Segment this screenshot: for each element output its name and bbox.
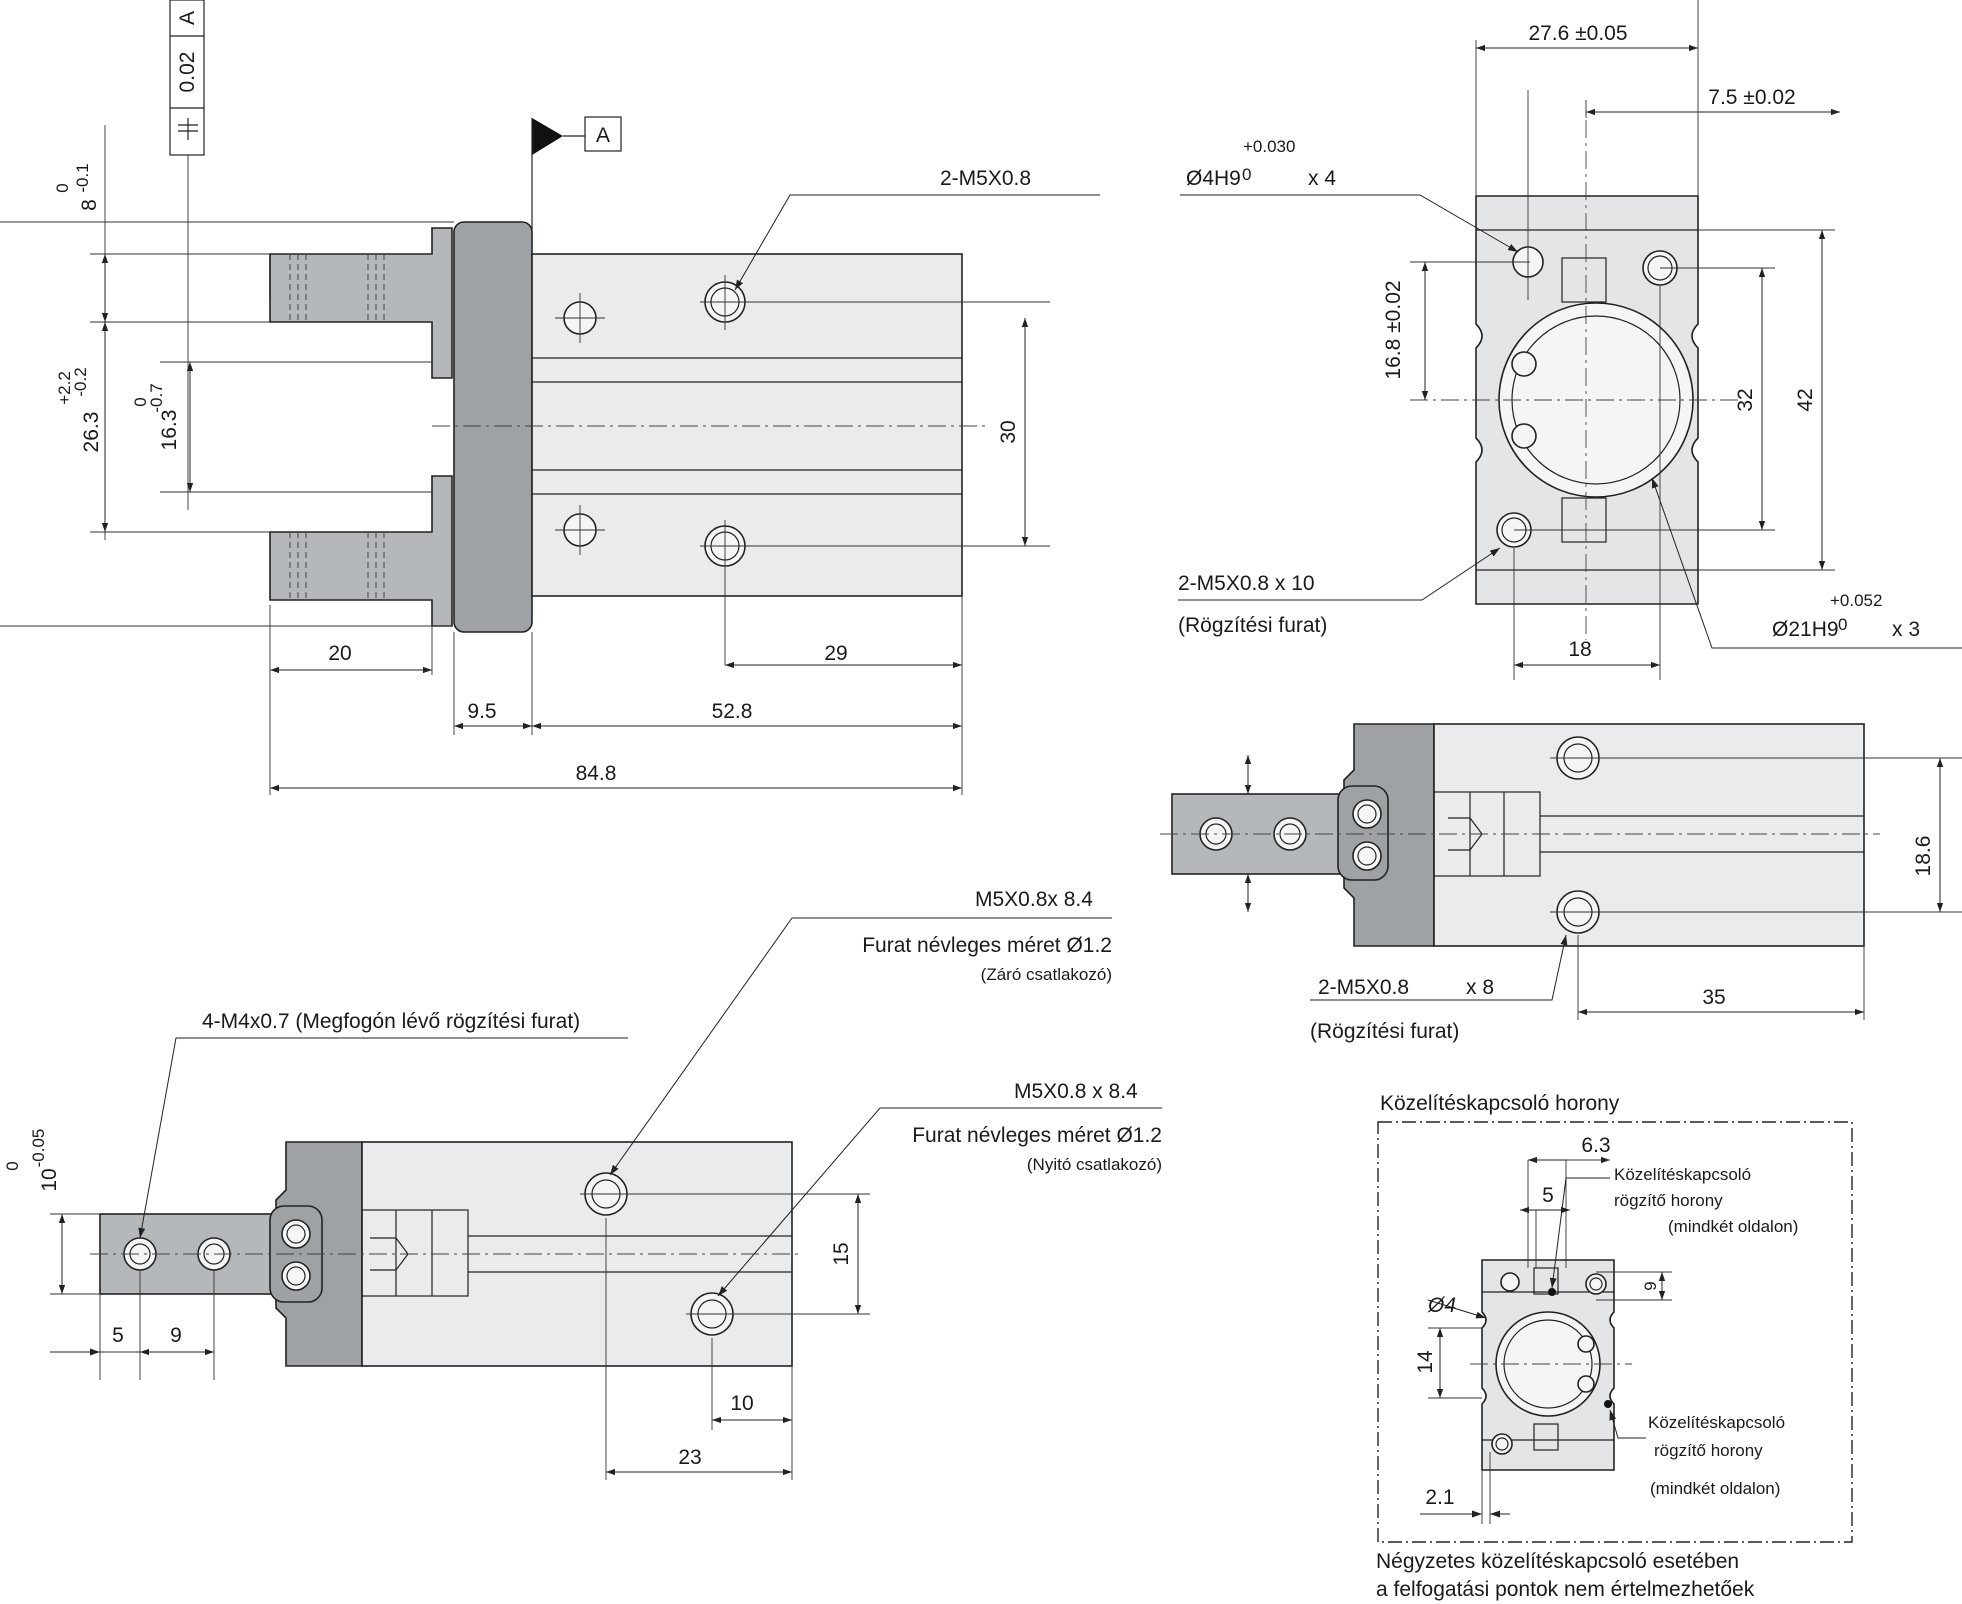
dim-15: 15: [830, 1242, 853, 1265]
side-body: [1433, 723, 1865, 947]
port-closing-type: (Záró csatlakozó): [981, 965, 1112, 984]
dim-16-3-tol-lower: -0.7: [147, 383, 166, 412]
hole-4h9-tol-upper: +0.030: [1243, 137, 1295, 156]
detail-dim-14: 14: [1414, 1350, 1437, 1374]
dim-32: 32: [1734, 388, 1757, 411]
dim-5: 5: [112, 1324, 124, 1347]
detail-frame: [1377, 1121, 1853, 1543]
side-thread-label: 2-M5X0.8: [1318, 976, 1409, 999]
dim-18-6: 18.6: [1912, 836, 1935, 877]
dim-9-5: 9.5: [467, 700, 496, 723]
port-opening-label: M5X0.8 x 8.4: [1014, 1080, 1138, 1103]
dim-20: 20: [328, 642, 351, 665]
switch-groove-title: Közelítéskapcsoló horony: [1380, 1092, 1620, 1115]
side-view-right: 18.6 2-M5X0.8 x 8 (Rögzítési furat) 35: [1160, 723, 1962, 1043]
dim-16-3: 16.3: [158, 410, 181, 451]
lower-jaw: [269, 475, 453, 627]
groove-bot-label-2: rögzítő horony: [1654, 1441, 1763, 1460]
dim-10-tol-upper: 0: [3, 1161, 22, 1170]
dim-42: 42: [1794, 388, 1817, 411]
detail-dim-6-3: 6.3: [1581, 1134, 1610, 1157]
detail-note-1: Négyzetes közelítéskapcsoló esetében: [1376, 1550, 1739, 1573]
dim-26-3-tol-upper: +2.2: [55, 371, 74, 405]
tolerance-value: 0.02: [176, 52, 199, 93]
flange-plate: [453, 221, 533, 633]
detail-dim-5: 5: [1542, 1184, 1554, 1207]
dim-10-tol-lower: -0.05: [29, 1129, 48, 1168]
groove-top-label-3: (mindkét oldalon): [1668, 1217, 1798, 1236]
end-view: 27.6 ±0.05 7.5 ±0.02 +0.030 Ø4H9 0 x 4 1…: [1178, 0, 1962, 680]
port-closing-note: Furat névleges méret Ø1.2: [862, 934, 1112, 957]
hole-4h9-count: x 4: [1308, 167, 1336, 190]
dim-16-3-tol-upper: 0: [131, 397, 150, 406]
groove-top-label-2: rögzítő horony: [1614, 1191, 1723, 1210]
dim-10-bottom: 10: [730, 1392, 753, 1415]
switch-groove-detail: Közelítéskapcsoló horony 6.3 5 Közelítés…: [1376, 1092, 1853, 1601]
detail-dim-9: 9: [1641, 1281, 1660, 1290]
perpendicularity-icon: [178, 118, 198, 140]
hole-4h9-tol-lower: 0: [1242, 165, 1251, 184]
dim-23: 23: [678, 1446, 701, 1469]
thread-side-label: 2-M5X0.8 x 10: [1178, 572, 1315, 595]
bore-21h9-tol-upper: +0.052: [1830, 591, 1882, 610]
datum-triangle-icon: [532, 118, 563, 155]
dim-30: 30: [997, 420, 1020, 443]
dim-27-6: 27.6 ±0.05: [1528, 22, 1627, 45]
dim-8: 8: [78, 199, 101, 211]
detail-dim-2-1: 2.1: [1425, 1486, 1454, 1509]
dim-26-3-tol-lower: -0.2: [71, 367, 90, 396]
dim-8-tol-lower: -0.1: [73, 163, 92, 192]
upper-jaw: [269, 227, 453, 379]
bore-21h9-count: x 3: [1892, 618, 1920, 641]
datum-label: A: [596, 124, 610, 147]
dim-84-8: 84.8: [576, 762, 617, 785]
detail-dim-d4: Ø4: [1427, 1294, 1456, 1317]
tolerance-ref: A: [176, 11, 199, 25]
dim-26-3: 26.3: [80, 412, 103, 453]
port-opening-note: Furat névleges méret Ø1.2: [912, 1124, 1162, 1147]
cylinder-body: [531, 253, 963, 597]
dim-35: 35: [1702, 986, 1725, 1009]
thread-label-top: 2-M5X0.8: [940, 167, 1031, 190]
thread-side-note: (Rögzítési furat): [1178, 614, 1327, 637]
detail-note-2: a felfogatási pontok nem értelmezhetőek: [1376, 1578, 1755, 1601]
port-opening-type: (Nyitó csatlakozó): [1027, 1155, 1162, 1174]
groove-bot-label-1: Közelítéskapcsoló: [1648, 1413, 1785, 1432]
groove-bot-label-3: (mindkét oldalon): [1650, 1479, 1780, 1498]
dim-16-8: 16.8 ±0.02: [1382, 280, 1405, 379]
bore-21h9-tol-lower: 0: [1838, 615, 1847, 634]
side-thread-depth: x 8: [1466, 976, 1494, 999]
bottom-view: 15 0 10 -0.05 5 9 10 23 M5X0.8x 8.4 Fura…: [3, 888, 1162, 1480]
dim-10: 10: [38, 1168, 61, 1191]
dim-8-tol-upper: 0: [53, 183, 72, 192]
dim-18: 18: [1568, 638, 1591, 661]
side-thread-note: (Rögzítési furat): [1310, 1020, 1459, 1043]
hole-4h9: Ø4H9: [1186, 167, 1241, 190]
bore-21h9: Ø21H9: [1772, 618, 1839, 641]
dim-9: 9: [170, 1324, 182, 1347]
dim-29: 29: [824, 642, 847, 665]
port-closing-label: M5X0.8x 8.4: [975, 888, 1093, 911]
datum-a-symbol: A: [531, 116, 622, 230]
front-view: 2-M5X0.8 0 8 -0.1 +2.2 26.3 -0.2 0 16.3 …: [0, 125, 1100, 795]
jaw-thread-label: 4-M4x0.7 (Megfogón lévő rögzítési furat): [202, 1010, 580, 1033]
dim-52-8: 52.8: [712, 700, 753, 723]
dim-7-5: 7.5 ±0.02: [1708, 86, 1795, 109]
groove-top-label-1: Közelítéskapcsoló: [1614, 1165, 1751, 1184]
